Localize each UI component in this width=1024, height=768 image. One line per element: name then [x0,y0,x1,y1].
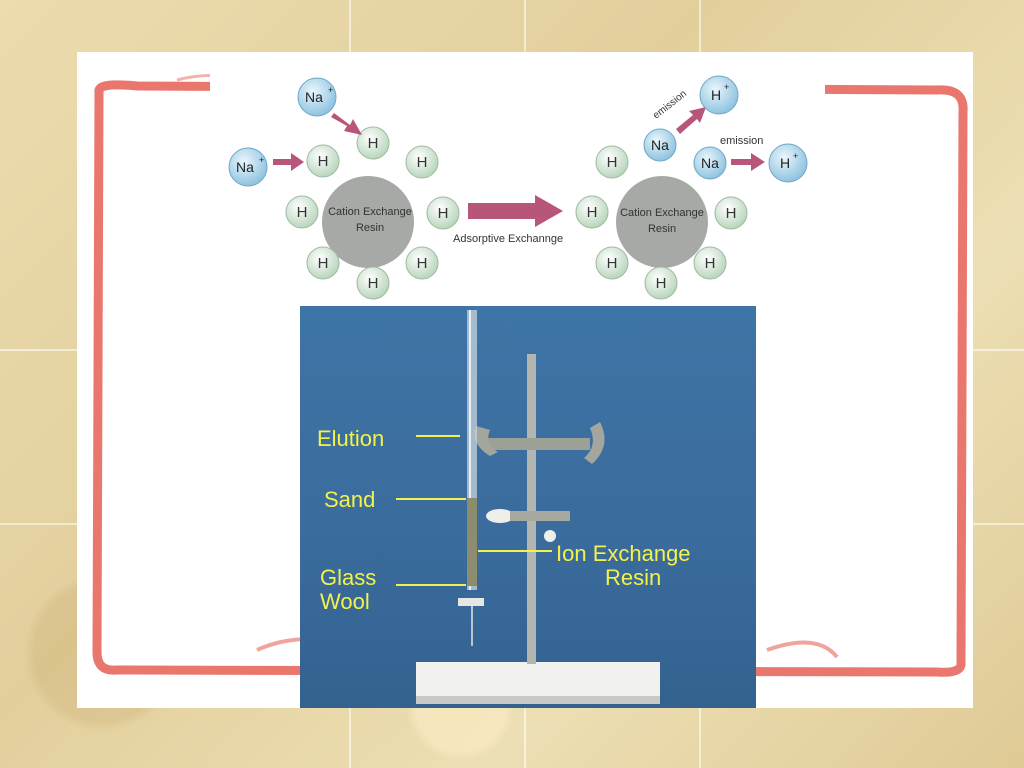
released-hydrogen-label: H [711,87,721,103]
emission-label-top: emission [651,88,689,121]
resin-label-right-line2: Resin [648,223,676,235]
clamp-knob [486,509,514,523]
emission-label-right: emission [720,135,763,147]
hydrogen-ions-right [575,145,748,300]
label-glass-wool-line1: Glass [320,565,377,590]
cation-exchange-diagram: H H H H H H H H Cation Exchange Resin Na… [210,55,825,310]
emission-arrow-right [731,153,765,171]
sodium-ion-left [228,147,268,187]
h-label: H [587,204,598,221]
h-label: H [607,154,618,171]
resin-bead-left [322,176,414,268]
sodium-ion-top [297,77,337,117]
resin-label-left-line2: Resin [356,222,384,234]
resin-bead-right [616,176,708,268]
h-label: H [607,255,618,272]
label-sand: Sand [324,487,376,512]
label-glass-wool-line2: Wool [320,589,370,614]
label-ion-exchange-line2: Resin [605,565,662,590]
resin-label-left-line1: Cation Exchange [328,206,412,218]
label-elution: Elution [317,426,385,451]
process-arrow [468,195,563,227]
exchange-diagram-svg: H H H H H H H H Cation Exchange Resin Na… [228,75,808,300]
apparatus-illustration [396,310,660,704]
h-label: H [368,135,379,152]
h-label: H [726,205,737,222]
h-label: H [318,153,329,170]
h-label: H [417,255,428,272]
burette-clamp [485,438,590,450]
arrow-to-resin [331,113,362,135]
h-label: H [656,275,667,292]
h-label: H [297,204,308,221]
charge-sign: + [793,151,798,161]
bound-sodium-label: Na [651,137,669,153]
released-hydrogen-right [768,143,808,183]
h-label: H [318,255,329,272]
label-ion-exchange-line1: Ion Exchange [556,541,691,566]
sodium-ion-left-label: Na [236,159,254,175]
ion-exchange-column-photo: Elution Sand Glass Wool Ion Exchange Res… [300,306,756,708]
charge-sign: + [328,85,333,95]
h-label: H [438,205,449,222]
released-hydrogen-label: H [780,155,790,171]
stand-rod [527,354,536,664]
h-label: H [417,154,428,171]
emission-arrow-top [676,107,706,134]
arrow-to-resin [273,153,304,171]
stopcock [458,598,484,606]
bound-sodium-label: Na [701,155,719,171]
resin-label-right-line1: Cation Exchange [620,207,704,219]
released-hydrogen-top [699,75,739,115]
h-label: H [368,275,379,292]
charge-sign: + [259,155,264,165]
column-tube [467,310,477,590]
bound-sodium-top [643,128,677,162]
sodium-ion-top-label: Na [305,89,323,105]
h-label: H [705,255,716,272]
charge-sign: + [724,82,729,92]
resin-bed [467,498,477,586]
bound-sodium-right [693,146,727,180]
process-label: Adsorptive Exchannge [453,233,563,245]
hydrogen-ions-left [285,126,460,300]
